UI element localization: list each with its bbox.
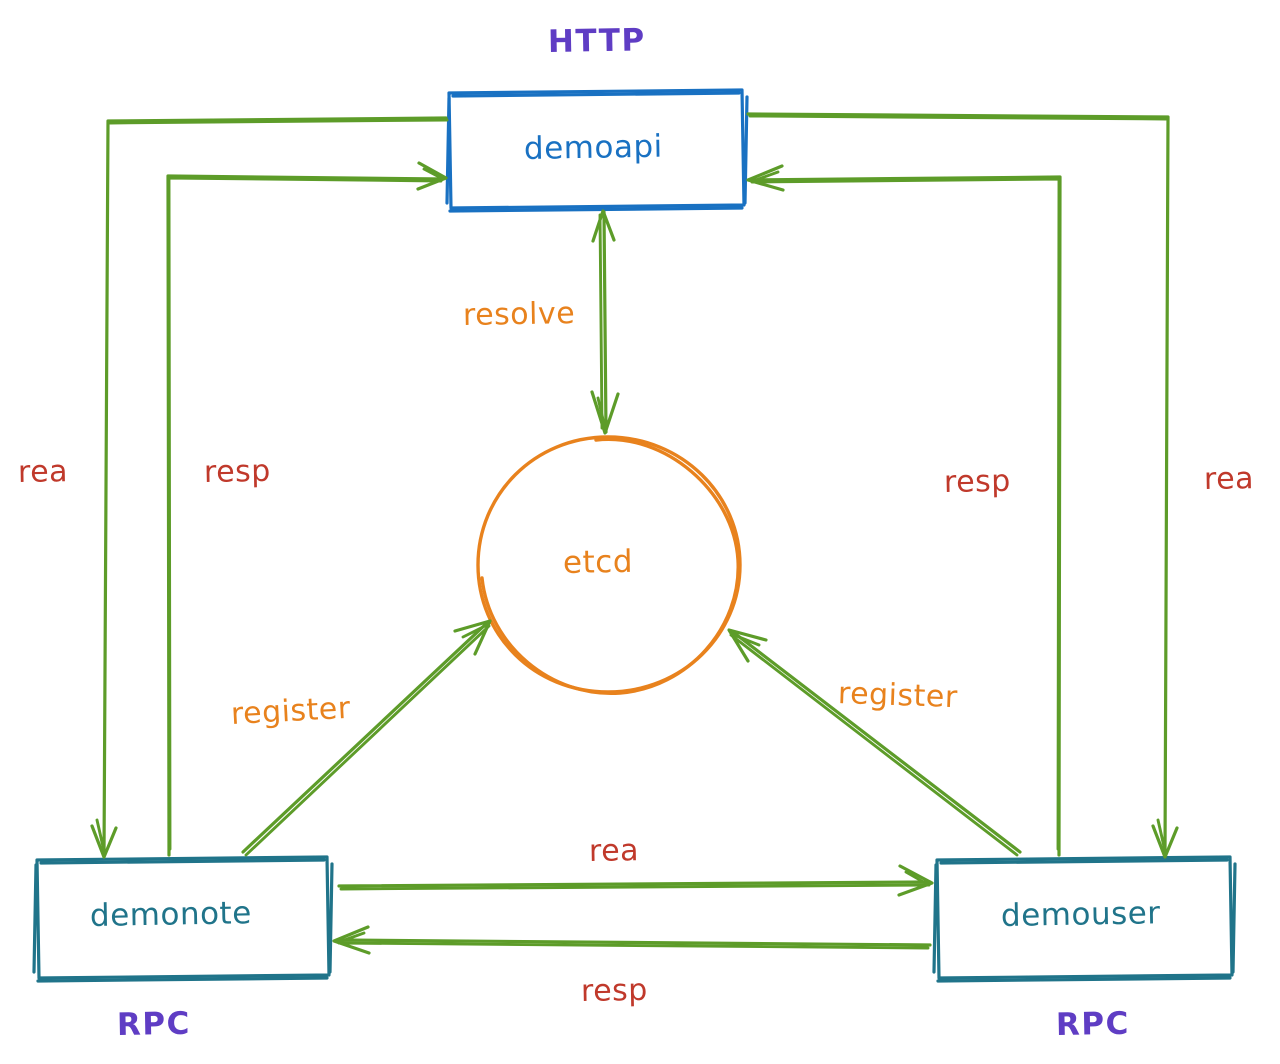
edge-note-to-api-resp[interactable] [166, 161, 448, 857]
edge-note-to-user-req[interactable] [337, 864, 934, 897]
edge-api-to-user-req[interactable] [746, 112, 1179, 859]
edge-note-etcd-register[interactable] [241, 619, 492, 857]
edge-api-to-note-req[interactable] [90, 116, 449, 859]
edge-user-to-api-resp[interactable] [746, 164, 1062, 857]
edge-user-to-note-resp[interactable] [332, 925, 932, 955]
edge-api-etcd-resolve[interactable] [590, 209, 620, 435]
node-demouser-shape[interactable] [932, 855, 1237, 983]
edge-user-etcd-register[interactable] [727, 628, 1022, 857]
node-demonote-shape[interactable] [32, 855, 334, 983]
node-demoapi-shape[interactable] [445, 88, 749, 213]
node-etcd-shape[interactable] [476, 435, 742, 695]
